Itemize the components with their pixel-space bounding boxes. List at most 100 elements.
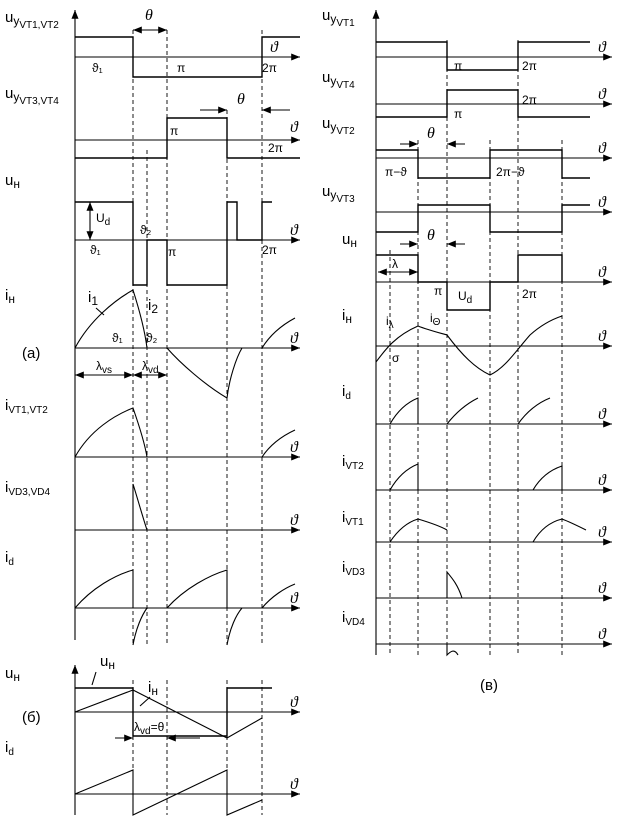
curve-ih-b <box>74 689 263 739</box>
curve-id-c2 <box>446 397 479 425</box>
signal-uy-vt1 <box>376 41 590 71</box>
label-pi: π <box>177 61 185 75</box>
signal-uy-vt3 <box>376 204 590 233</box>
label-pi-minus-theta: π−ϑ <box>385 165 407 179</box>
curve-ivt1-1 <box>389 518 448 543</box>
label-ud-c: Ud <box>458 289 472 306</box>
label-lambda-vs: λvs <box>96 359 112 376</box>
label-theta2: ϑ₂ <box>146 331 158 345</box>
label-ivt1: iVT1 <box>342 509 364 528</box>
label-pi: π <box>170 124 178 138</box>
label-ivd3: iVD3 <box>342 559 365 578</box>
label-lambda-eq: λvd=θ <box>134 720 165 737</box>
label-2pi-minus-theta: 2π−ϑ <box>496 165 525 179</box>
label-2pi: 2π <box>262 61 277 75</box>
label-ilam: iλ <box>386 314 394 331</box>
axis-label: ϑ <box>270 39 279 56</box>
signal-uh <box>75 201 272 286</box>
axis-label: ϑ <box>598 328 607 345</box>
axis-label: ϑ <box>290 330 299 347</box>
signal-uh-b <box>75 687 272 737</box>
axis-label: ϑ <box>598 140 607 157</box>
axis-label: ϑ <box>598 580 607 597</box>
label-lambda-c: λ <box>392 257 398 271</box>
panel-c-tag: (в) <box>480 677 498 694</box>
label-ivt2: iVT2 <box>342 453 364 472</box>
label-ith: iΘ <box>430 311 441 328</box>
axis-label: ϑ <box>598 524 607 541</box>
axis-label: ϑ <box>598 39 607 56</box>
label-pi: π <box>434 284 442 298</box>
axis-label: ϑ <box>598 626 607 643</box>
axis-label: ϑ <box>290 222 299 239</box>
axis-label: ϑ <box>290 776 299 793</box>
label-ivd34: iVD3,VD4 <box>5 479 50 498</box>
curve-ih-neg <box>166 347 228 399</box>
signal-uy-vt2 <box>376 149 590 179</box>
curve-ivt2-2 <box>532 465 563 491</box>
curve-ivt12-next <box>261 429 296 458</box>
axis-label: ϑ <box>290 512 299 529</box>
panel-a: uyVT1,VT2 θ ϑ ϑ₁ π 2π uyVT3,VT4 θ ϑ π 2π… <box>5 7 300 646</box>
label-theta2: ϑ₂ <box>140 223 152 237</box>
theta-label: θ <box>145 7 153 24</box>
signal-uy34 <box>75 117 300 159</box>
label-uh-c: uн <box>342 231 357 250</box>
label-ih-b: iн <box>148 679 158 698</box>
label-i2: i2 <box>148 297 158 316</box>
label-ih-c: iн <box>342 307 352 326</box>
label-ivt12: iVT1,VT2 <box>5 397 48 416</box>
theta-label: θ <box>427 227 435 244</box>
curve-id-b <box>74 769 263 816</box>
label-uh: uн <box>5 172 20 191</box>
signal-uy12 <box>75 36 300 78</box>
label-uy-vt34: uyVT3,VT4 <box>5 85 59 107</box>
label-i1: i1 <box>88 289 98 308</box>
label-2pi: 2π <box>522 59 537 73</box>
theta-label: θ <box>237 91 245 108</box>
label-ivd4: iVD4 <box>342 609 365 628</box>
curve-id-c1 <box>389 397 419 425</box>
label-2pi: 2π <box>522 287 537 301</box>
leader-ih <box>139 696 151 707</box>
panel-a-tag: (а) <box>22 345 40 362</box>
axis-label: ϑ <box>598 194 607 211</box>
axis-label: ϑ <box>290 119 299 136</box>
label-lambda-vd: λvd <box>142 359 159 376</box>
curve-ivd4 <box>446 644 459 657</box>
leader-uh <box>91 671 97 686</box>
axis-label: ϑ <box>598 472 607 489</box>
label-uy-vt12: uyVT1,VT2 <box>5 9 59 31</box>
panel-b-tag: (б) <box>22 709 41 726</box>
curve-ivt2-1 <box>389 463 419 491</box>
curve-id-neg-1 <box>132 607 148 646</box>
label-2pi: 2π <box>262 243 277 257</box>
curve-id-3 <box>261 583 296 609</box>
label-uy-vt2: uyVT2 <box>322 115 355 137</box>
curve-ivt1-2 <box>532 518 587 543</box>
label-theta1: ϑ₁ <box>112 331 123 345</box>
label-uy-vt3: uyVT3 <box>322 183 355 205</box>
axis-label: ϑ <box>598 406 607 423</box>
label-theta1: ϑ₁ <box>90 243 101 257</box>
curve-id-neg-2 <box>226 607 243 646</box>
label-id-c: id <box>342 383 351 402</box>
label-2pi: 2π <box>268 141 283 155</box>
signal-uh-c <box>376 254 563 311</box>
curve-id-c3 <box>517 397 551 425</box>
label-pi: π <box>454 59 462 73</box>
panel-c: uyVT1 π 2π ϑ uyVT4 π 2π ϑ uyVT2 θ π−ϑ 2π… <box>322 7 612 694</box>
label-pi: π <box>168 245 176 259</box>
label-id: id <box>5 549 14 568</box>
curve-ih-c <box>375 315 563 376</box>
signal-uy-vt4 <box>376 89 590 118</box>
leader-i1 <box>95 307 105 316</box>
curve-ivd34 <box>132 483 148 531</box>
curve-ih-rise <box>226 347 243 399</box>
curve-ivd3 <box>446 570 463 599</box>
axis-label: ϑ <box>290 439 299 456</box>
label-uh-b: uн <box>5 665 20 684</box>
label-2pi: 2π <box>522 93 537 107</box>
label-uh-b2: uн <box>100 653 115 672</box>
